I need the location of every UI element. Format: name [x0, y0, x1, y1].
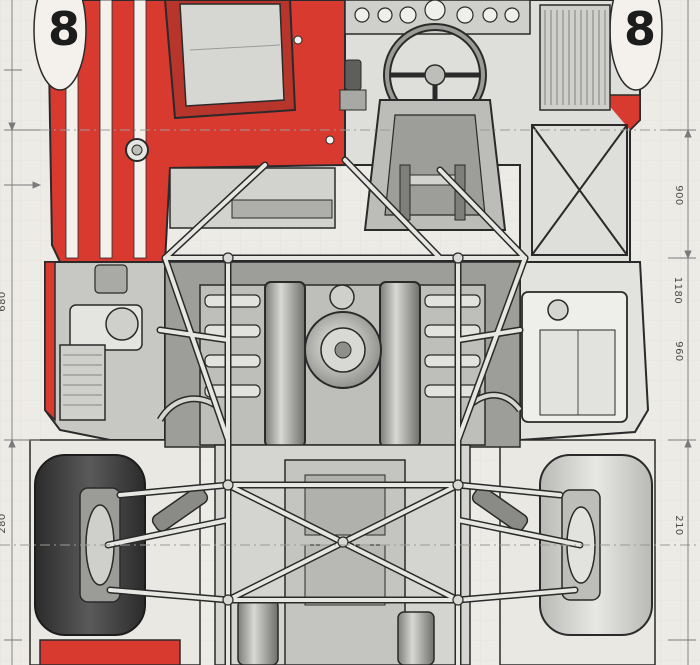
- fuel-tank-right: [521, 291, 628, 423]
- tube-joints: [222, 252, 464, 606]
- cylinder-head-left: [264, 281, 306, 448]
- rear-canister-left: [237, 599, 279, 665]
- dimension-label-right-960: 960: [672, 341, 684, 362]
- gauges: [354, 0, 520, 24]
- cylinder-head-right: [379, 281, 421, 448]
- radiator: [539, 4, 611, 111]
- dimension-label-right-1180: 1180: [672, 276, 684, 305]
- dimension-label-left-280: 280: [0, 513, 8, 534]
- rear-canister-right: [397, 611, 435, 665]
- dimension-label-right-900: 900: [672, 185, 684, 206]
- intake-trumpets: [204, 294, 481, 398]
- crank-pulley: [304, 311, 382, 389]
- number-roundel-left: 8: [33, 0, 87, 91]
- windscreen-glass: [179, 3, 285, 107]
- rear-shock-absorbers: [151, 486, 529, 532]
- cockpit-x-brace: [531, 124, 628, 256]
- number-roundel-right: 8: [609, 0, 663, 91]
- car-number-left: 8: [48, 2, 80, 56]
- car-number-right: 8: [624, 2, 656, 56]
- gear-lever: [339, 59, 367, 111]
- spaceframe-tubes: [104, 156, 584, 665]
- oil-filter-assembly: [59, 264, 143, 421]
- dimension-label-left-680: 680: [0, 291, 8, 312]
- dimension-label-right-210: 210: [672, 515, 684, 536]
